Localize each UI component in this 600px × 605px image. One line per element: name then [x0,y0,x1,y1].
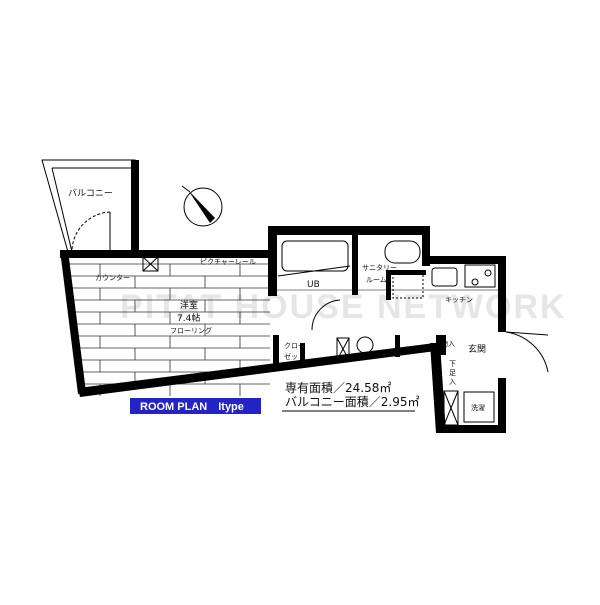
shoe-storage-label: 下 [449,360,456,368]
unit-bath-label: UB [307,280,320,290]
balcony-area: バルコニー面積／2.95㎡ [285,394,419,409]
western-room-label: 洋室 [180,299,198,311]
flooring-label: フローリング [170,326,212,335]
laundry-pan-icon [463,391,495,423]
entrance-label: 玄関 [468,343,486,355]
kitchen-label: キッチン [445,296,473,304]
washbasin-icon [392,272,424,299]
toilet-icon [384,240,421,264]
exclusive-area: 専有面積／24.58㎡ [285,380,391,395]
sanitary-room-label-2: ルーム [366,276,387,284]
plan-label-box [130,398,261,414]
sanitary-room-label: サニタリー [362,263,397,272]
plan-label: ROOM PLAN Itype [140,401,244,413]
closet-label: クロー [284,342,305,350]
closet-label-2: ゼット [284,352,305,361]
bathtub-icon [281,240,349,272]
picture-rail-label: ピクチャーレール [200,258,256,266]
fixtures [142,240,549,426]
washing-pan-icon [356,336,374,354]
shoe-storage-label-3: 入 [449,378,456,386]
compass-icon [181,185,223,227]
balcony [41,159,136,253]
shoe-storage-label-2: 足 [449,369,456,377]
sink-icon [431,267,458,287]
walls [60,160,506,433]
storage-label: 物入 [441,339,455,348]
balcony-door-swing [71,211,111,251]
counter-label: カウンター [95,273,130,282]
laundry-label: 洗濯 [471,403,485,412]
pipe-shaft-icon [142,256,159,272]
balcony-label: バルコニー [68,188,113,199]
stove-icon [464,264,496,288]
entrance-door-swing [505,331,549,373]
watermark: PITAT HOUSE NETWORK [120,288,567,326]
western-room-size: 7.4帖 [177,312,200,324]
